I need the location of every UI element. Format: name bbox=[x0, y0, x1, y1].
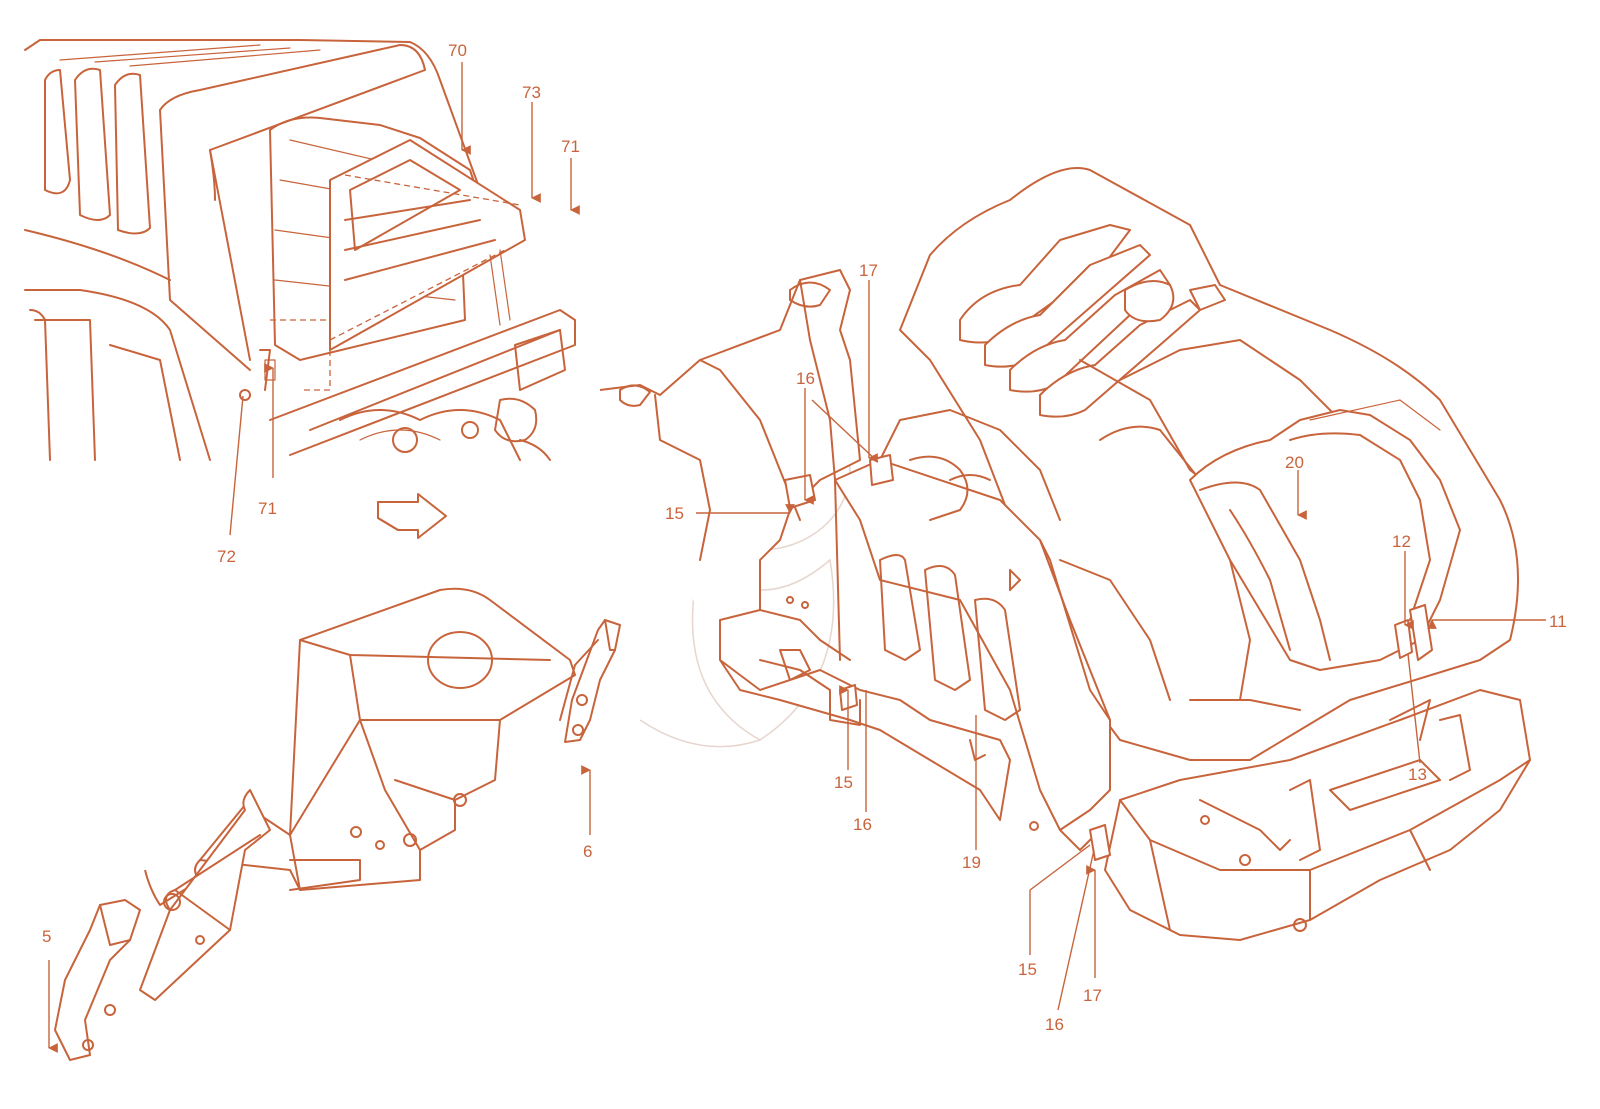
callout-12: 12 bbox=[1392, 532, 1411, 551]
callout-16-top: 16 bbox=[796, 369, 815, 388]
front-frame-assembly bbox=[54, 587, 621, 1061]
direction-arrow-icon bbox=[377, 493, 447, 539]
callout-5: 5 bbox=[42, 927, 51, 946]
callout-19: 19 bbox=[962, 853, 981, 872]
callout-16-mid: 16 bbox=[853, 815, 872, 834]
callout-17-top: 17 bbox=[859, 261, 878, 280]
callout-15-bottom: 15 bbox=[1018, 960, 1037, 979]
callout-6: 6 bbox=[583, 842, 592, 861]
callout-17-bottom: 17 bbox=[1083, 986, 1102, 1005]
callout-13: 13 bbox=[1408, 765, 1427, 784]
callout-11: 11 bbox=[1549, 612, 1567, 631]
callout-71-bottom: 71 bbox=[258, 499, 277, 518]
callout-20: 20 bbox=[1285, 453, 1304, 472]
callout-73: 73 bbox=[522, 83, 541, 102]
main-hood-assembly bbox=[599, 167, 1531, 941]
callout-72: 72 bbox=[217, 547, 236, 566]
callout-leaders bbox=[48, 62, 1546, 1053]
callout-15-mid: 15 bbox=[834, 773, 853, 792]
callout-16-bottom: 16 bbox=[1045, 1015, 1064, 1034]
inset-hood-side-panel bbox=[24, 39, 576, 461]
callout-70: 70 bbox=[448, 41, 467, 60]
callout-15-top: 15 bbox=[665, 504, 684, 523]
callout-labels: 70 73 71 71 72 17 16 15 20 12 11 13 15 1… bbox=[42, 41, 1567, 1034]
callout-71-top: 71 bbox=[561, 137, 580, 156]
